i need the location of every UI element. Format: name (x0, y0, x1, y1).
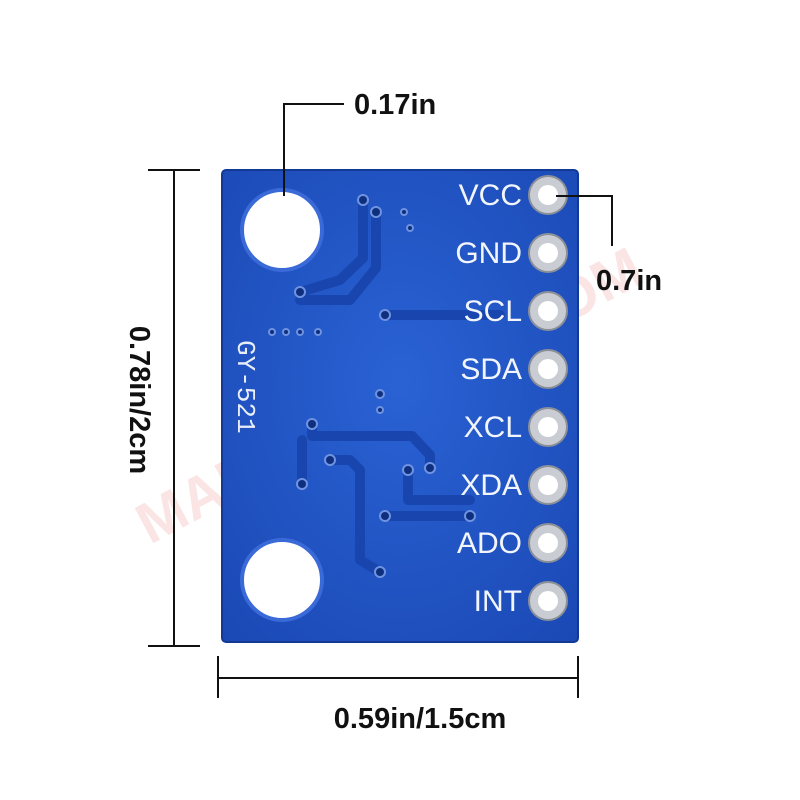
hole-dimension-label: 0.17in (354, 89, 436, 121)
pcb-board: GY-521 VCC GND SCL SDA XCL XDA ADO INT (221, 169, 579, 643)
mounting-hole-top (240, 188, 324, 272)
pcb-traces (295, 195, 505, 577)
pin-pad-int (528, 581, 568, 621)
pin-label-int: INT (474, 585, 522, 618)
pin-label-ado: ADO (457, 527, 522, 560)
pin-pitch-leader (556, 195, 613, 246)
pin-pad-gnd (528, 233, 568, 273)
pin-label-gnd: GND (455, 237, 522, 270)
pin-label-xcl: XCL (464, 411, 522, 444)
pin-pad-ado (528, 523, 568, 563)
height-dimension-label: 0.78in/2cm (123, 326, 155, 474)
pcb-vias (268, 194, 476, 578)
pin-label-sda: SDA (460, 353, 522, 386)
pin-labels: VCC GND SCL SDA XCL XDA ADO INT (455, 179, 522, 618)
height-dimension (148, 169, 200, 647)
pin-pad-xda (528, 465, 568, 505)
pin-pad-scl (528, 291, 568, 331)
pin-label-xda: XDA (460, 469, 522, 502)
pin-pads (528, 175, 568, 621)
pin-label-vcc: VCC (459, 179, 522, 212)
width-dimension-label: 0.59in/1.5cm (334, 703, 507, 735)
mounting-hole-bottom (240, 538, 324, 622)
hole-dimension-leader (283, 103, 344, 196)
width-dimension (217, 656, 579, 698)
board-model-label: GY-521 (230, 340, 260, 434)
pin-pad-xcl (528, 407, 568, 447)
pin-pad-sda (528, 349, 568, 389)
pin-pitch-dimension: 0.7in (556, 195, 662, 297)
hole-dimension: 0.17in (283, 89, 436, 196)
pin-label-scl: SCL (464, 295, 522, 328)
pin-pitch-label: 0.7in (596, 265, 662, 297)
